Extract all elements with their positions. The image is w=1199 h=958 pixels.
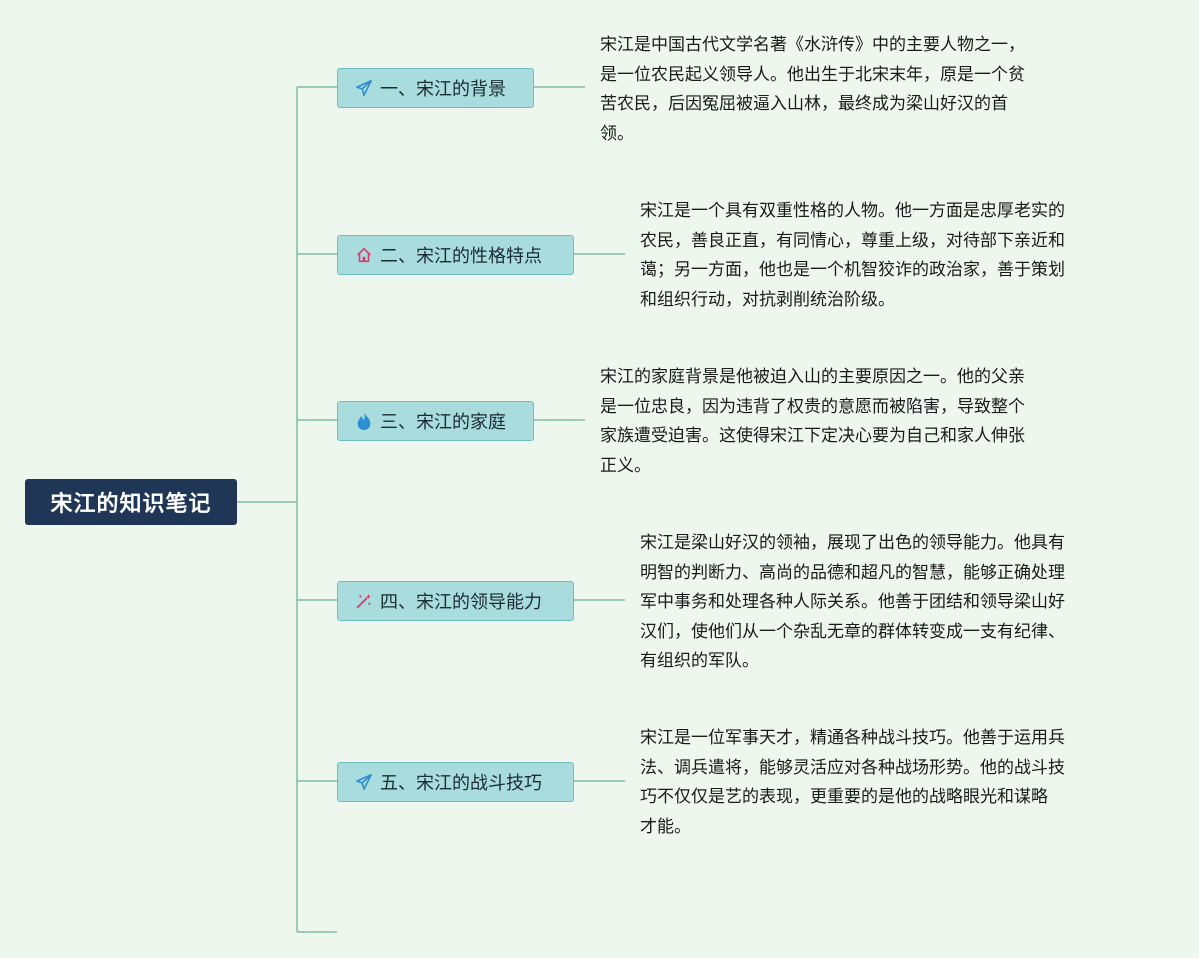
branch-node-combat-skills[interactable]: 五、宋江的战斗技巧 [337,762,574,802]
paper-plane-icon [354,772,374,792]
desc-line: 才能。 [640,816,691,837]
desc-line: 宋江是一位军事天才，精通各种战斗技巧。他善于运用兵 [640,728,1065,748]
desc-line: 巧不仅仅是艺的表现，更重要的是他的战略眼光和谋略 [640,787,1048,807]
desc-line: 蔼；另一方面，他也是一个机智狡诈的政治家，善于策划 [640,260,1065,280]
branch-description-leadership: 宋江是梁山好汉的领袖，展现了出色的领导能力。他具有 明智的判断力、高尚的品德和超… [640,529,1065,677]
desc-line: 宋江是一个具有双重性格的人物。他一方面是忠厚老实的 [640,201,1065,221]
desc-line: 是一位忠良，因为违背了权贵的意愿而被陷害，导致整个 [600,396,1025,417]
branch-label: 四、宋江的领导能力 [380,592,542,613]
desc-line: 宋江的家庭背景是他被迫入山的主要原因之一。他的父亲 [600,367,1025,387]
house-icon [354,245,374,265]
desc-line: 军中事务和处理各种人际关系。他善于团结和领导梁山好 [640,592,1065,612]
desc-line: 家族遭受迫害。这使得宋江下定决心要为自己和家人伸张 [600,426,1025,446]
magic-wand-icon [354,591,374,611]
desc-line: 正义。 [600,455,651,476]
branch-node-family[interactable]: 三、宋江的家庭 [337,401,534,441]
desc-line: 宋江是中国古代文学名著《水浒传》中的主要人物之一， [600,35,1025,55]
desc-line: 汉们，使他们从一个杂乱无章的群体转变成一支有纪律、 [640,621,1065,642]
paper-plane-icon [354,78,374,98]
desc-line: 是一位农民起义领导人。他出生于北宋末年，原是一个贫 [600,64,1025,85]
desc-line: 明智的判断力、高尚的品德和超凡的智慧，能够正确处理 [640,562,1065,583]
root-node-title[interactable]: 宋江的知识笔记 [25,479,237,525]
branch-node-leadership[interactable]: 四、宋江的领导能力 [337,581,574,621]
branch-label: 三、宋江的家庭 [380,412,506,433]
branch-label: 一、宋江的背景 [380,79,506,100]
desc-line: 领。 [600,123,634,144]
desc-line: 农民，善良正直，有同情心，尊重上级，对待部下亲近和 [640,230,1065,251]
branch-description-combat-skills: 宋江是一位军事天才，精通各种战斗技巧。他善于运用兵 法、调兵遣将，能够灵活应对各… [640,724,1065,842]
desc-line: 法、调兵遣将，能够灵活应对各种战场形势。他的战斗技 [640,757,1065,778]
branch-label: 五、宋江的战斗技巧 [380,773,542,794]
flame-icon [354,411,374,431]
branch-description-background: 宋江是中国古代文学名著《水浒传》中的主要人物之一， 是一位农民起义领导人。他出生… [600,31,1025,149]
branch-description-family: 宋江的家庭背景是他被迫入山的主要原因之一。他的父亲 是一位忠良，因为违背了权贵的… [600,363,1025,481]
desc-line: 有组织的军队。 [640,651,759,671]
desc-line: 宋江是梁山好汉的领袖，展现了出色的领导能力。他具有 [640,533,1065,553]
branch-label: 二、宋江的性格特点 [380,246,542,267]
desc-line: 苦农民，后因冤屈被逼入山林，最终成为梁山好汉的首 [600,94,1008,114]
branch-node-background[interactable]: 一、宋江的背景 [337,68,534,108]
branch-node-personality[interactable]: 二、宋江的性格特点 [337,235,574,275]
branch-description-personality: 宋江是一个具有双重性格的人物。他一方面是忠厚老实的 农民，善良正直，有同情心，尊… [640,197,1065,315]
desc-line: 和组织行动，对抗剥削统治阶级。 [640,289,895,310]
